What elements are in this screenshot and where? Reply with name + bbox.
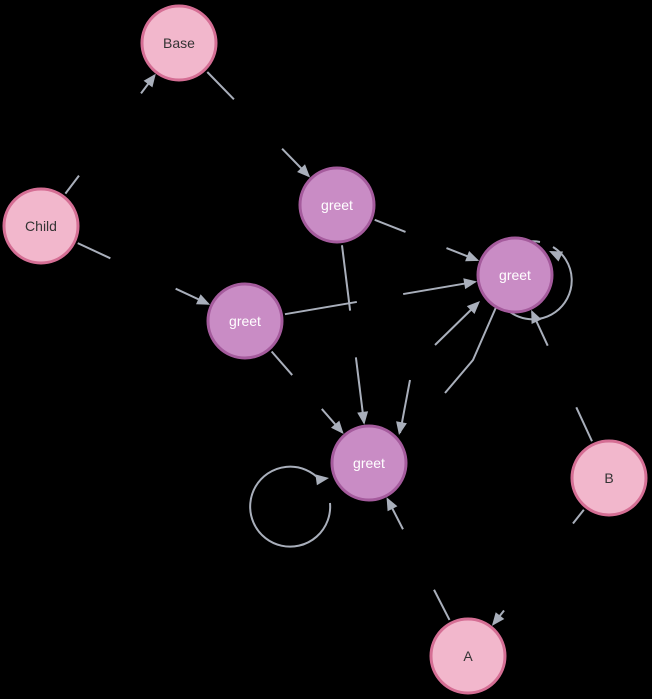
graph-node-greet2[interactable]: greet [206,282,284,360]
graph-edge-greet1-greet4 [340,245,352,311]
arrowhead [143,73,156,88]
graph-edge-greet2-greet4 [270,350,293,376]
arrowhead [549,251,564,262]
node-circle[interactable] [330,424,408,502]
arrowhead [196,294,211,305]
graph-node-greet4[interactable]: greet [330,424,408,502]
graph-node-a[interactable]: A [429,617,507,695]
arrowhead [357,411,369,425]
graph-node-child[interactable]: Child [2,187,80,265]
arrowhead [465,251,480,262]
node-circle[interactable] [570,439,648,517]
node-circle[interactable] [140,4,218,82]
graph-selfloop-greet4 [249,465,332,548]
arrowhead [531,309,542,324]
arrowhead [396,421,407,435]
graph-node-greet3[interactable]: greet [476,236,554,314]
arrowhead [315,474,329,486]
graph-edge-b-a [572,509,585,525]
arrowhead [466,301,480,314]
graph-edge-greet1-greet4 [354,357,366,423]
graph-edge-a-greet4 [433,589,451,621]
graph-edge-base-greet1 [206,71,235,101]
node-circle[interactable] [298,166,376,244]
node-circle[interactable] [206,282,284,360]
graph-node-greet1[interactable]: greet [298,166,376,244]
graph-edge-b-greet3 [575,406,593,442]
graph-edge-child-greet2 [77,242,111,260]
graph-node-base[interactable]: Base [140,4,218,82]
graph-edge-greet1-greet3 [374,218,406,233]
graph-edge-greet2-greet3 [284,300,358,316]
arrowhead [491,612,505,626]
graph-edge-greet3-greet4 [444,304,498,394]
arrowhead [463,278,478,290]
arrowhead [386,497,398,512]
graph-edge-child-base [64,175,80,195]
arrowhead [297,164,311,178]
graph-node-b[interactable]: B [570,439,648,517]
arrowhead [331,420,344,435]
node-circle[interactable] [476,236,554,314]
graph-edge-greet2-greet3 [402,280,476,296]
node-circle[interactable] [429,617,507,695]
node-circle[interactable] [2,187,80,265]
